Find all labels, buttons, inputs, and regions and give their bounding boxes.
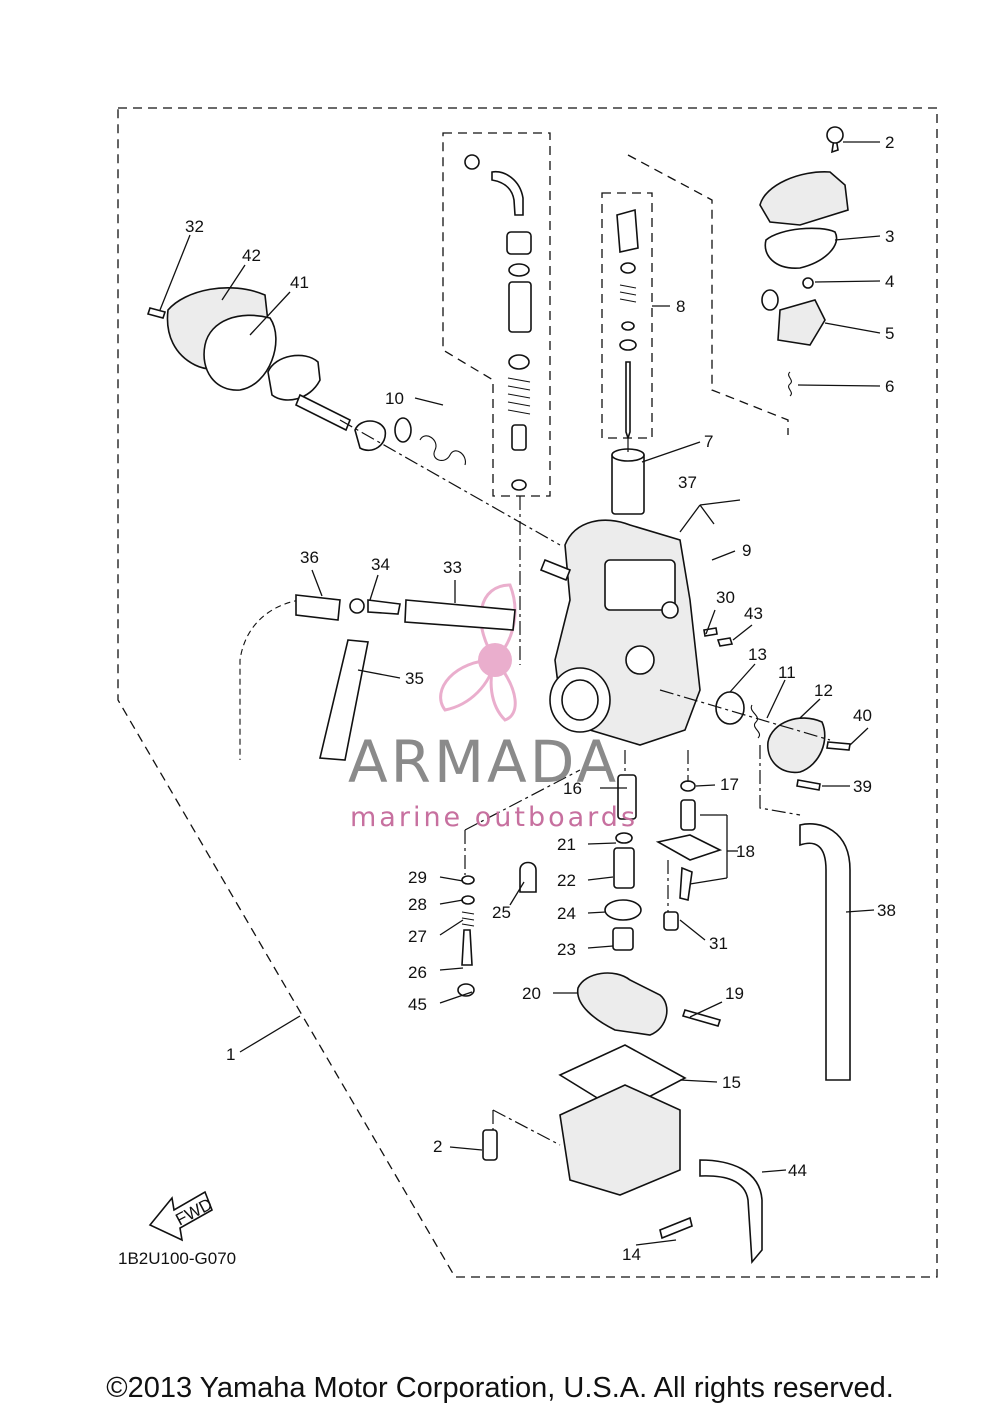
part-label-33: 33 [443,558,462,577]
part-label-28: 28 [408,895,427,914]
part-label-14: 14 [622,1245,641,1264]
part-label-31: 31 [709,934,728,953]
group-5-box [627,154,789,435]
alignment-guides [339,419,831,1146]
part-8-components [616,208,639,441]
part-label-2: 2 [885,133,894,152]
part-label-42: 42 [242,246,261,265]
breather-tubes [239,594,516,761]
part-label-35: 35 [405,669,424,688]
assembly-boundary [117,107,938,1278]
group-10-box [442,132,551,497]
part-label-40: 40 [853,706,872,725]
part-label-5: 5 [885,324,894,343]
part-label-32: 32 [185,217,204,236]
fwd-arrow-icon: FWD [148,1190,216,1242]
part-label-19: 19 [725,984,744,1003]
part-label-45: 45 [408,995,427,1014]
diagram-code: 1B2U100-G070 [118,1249,236,1268]
throttle-cover-parts [759,126,849,397]
part-label-36: 36 [300,548,319,567]
part-label-23: 23 [557,940,576,959]
part-label-39: 39 [853,777,872,796]
part-label-10: 10 [385,389,404,408]
part-label-26: 26 [408,963,427,982]
part-label-15: 15 [722,1073,741,1092]
part-label-2: 2 [433,1137,442,1156]
part-label-18: 18 [736,842,755,861]
part-label-6: 6 [885,377,894,396]
part-label-20: 20 [522,984,541,1003]
part-label-1: 1 [226,1045,235,1064]
part-label-43: 43 [744,604,763,623]
part-label-3: 3 [885,227,894,246]
part-label-27: 27 [408,927,427,946]
part-label-37: 37 [678,473,697,492]
part-label-9: 9 [742,541,751,560]
part-label-34: 34 [371,555,390,574]
part-label-38: 38 [877,901,896,920]
part-label-7: 7 [704,432,713,451]
part-label-4: 4 [885,272,894,291]
float-bowl-parts [482,823,851,1265]
part-label-16: 16 [563,779,582,798]
part-label-12: 12 [814,681,833,700]
part-labels: 1 2 2 3 4 5 6 7 8 9 10 11 12 13 14 15 16… [185,133,896,1264]
part-10-components [464,154,532,491]
right-side-parts [703,627,851,791]
part-label-11: 11 [778,663,796,682]
part-label-29: 29 [408,868,427,887]
part-label-22: 22 [557,871,576,890]
watermark-subtitle: marine outboards [350,802,639,833]
leader-lines [159,141,881,1246]
part-label-30: 30 [716,588,735,607]
group-8-box [601,192,653,439]
part-label-24: 24 [557,904,576,923]
jet-parts [457,774,723,997]
part-label-44: 44 [788,1161,807,1180]
choke-cover-parts [146,287,466,466]
watermark-name: ARMADA [348,728,620,796]
part-label-8: 8 [676,297,685,316]
carburetor-body [539,448,701,746]
part-label-13: 13 [748,645,767,664]
copyright-footer: ©2013 Yamaha Motor Corporation, U.S.A. A… [106,1372,894,1404]
part-label-41: 41 [290,273,309,292]
part-label-21: 21 [557,835,576,854]
part-label-25: 25 [492,903,511,922]
part-label-17: 17 [720,775,739,794]
